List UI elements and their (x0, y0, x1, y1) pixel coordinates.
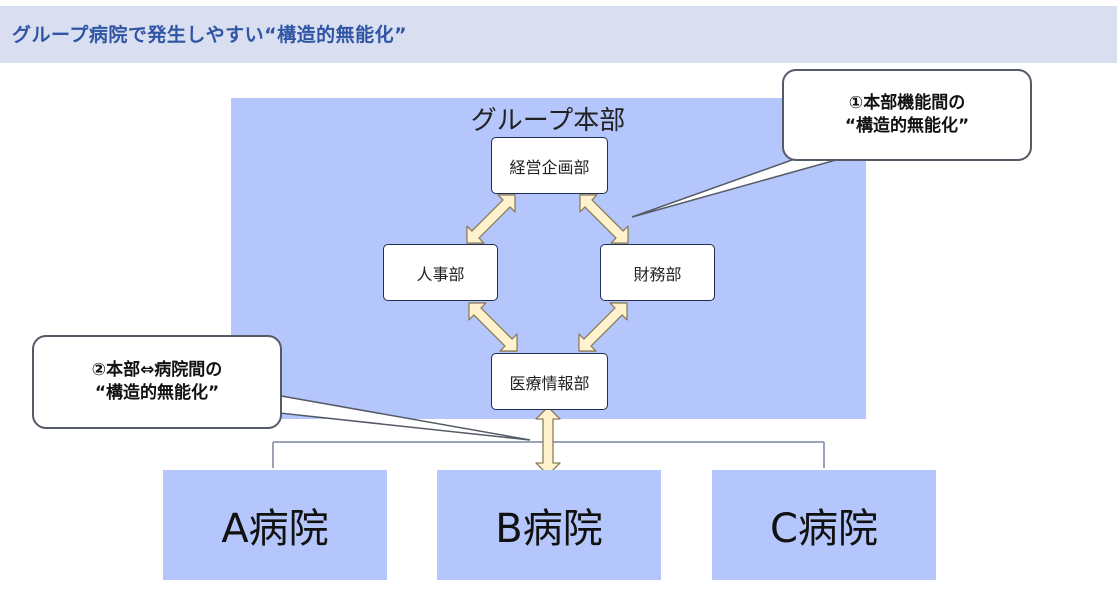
hospital-a-label: A病院 (221, 506, 329, 552)
dept-hr-label: 人事部 (416, 264, 465, 284)
hospital-b-label: B病院 (495, 506, 603, 552)
arrow-planning-finance (570, 185, 638, 253)
dept-planning-label: 経営企画部 (509, 157, 590, 177)
header-bar (0, 6, 1117, 63)
hospital-c-label: C病院 (770, 506, 878, 552)
arrow-planning-hr (457, 185, 525, 253)
arrow-finance-medinfo (569, 293, 637, 361)
dept-hr: 人事部 (383, 244, 498, 301)
callout-2-line-1: ②本部⇔病院間の (91, 360, 223, 381)
callout-1-line-2: “構造的無能化” (844, 116, 970, 136)
callout-2-line-2: “構造的無能化” (94, 383, 220, 403)
hospital-a: A病院 (163, 470, 387, 580)
dept-planning: 経営企画部 (491, 137, 608, 194)
page-title: グループ病院で発生しやすい“構造的無能化” (12, 24, 408, 46)
hospital-b: B病院 (437, 470, 661, 580)
callout-hq-hospital: ②本部⇔病院間の “構造的無能化” (32, 335, 282, 429)
dept-medical-info: 医療情報部 (491, 353, 608, 410)
hospital-c: C病院 (712, 470, 936, 580)
dept-finance-label: 財務部 (633, 264, 682, 284)
dept-finance: 財務部 (600, 244, 715, 301)
arrow-hr-medinfo (459, 293, 527, 361)
dept-medical-info-label: 医療情報部 (509, 373, 590, 393)
group-hq-label: グループ本部 (470, 106, 626, 136)
callout-1-line-1: ①本部機能間の (848, 93, 966, 114)
callout-hq-functions: ①本部機能間の “構造的無能化” (782, 69, 1032, 161)
